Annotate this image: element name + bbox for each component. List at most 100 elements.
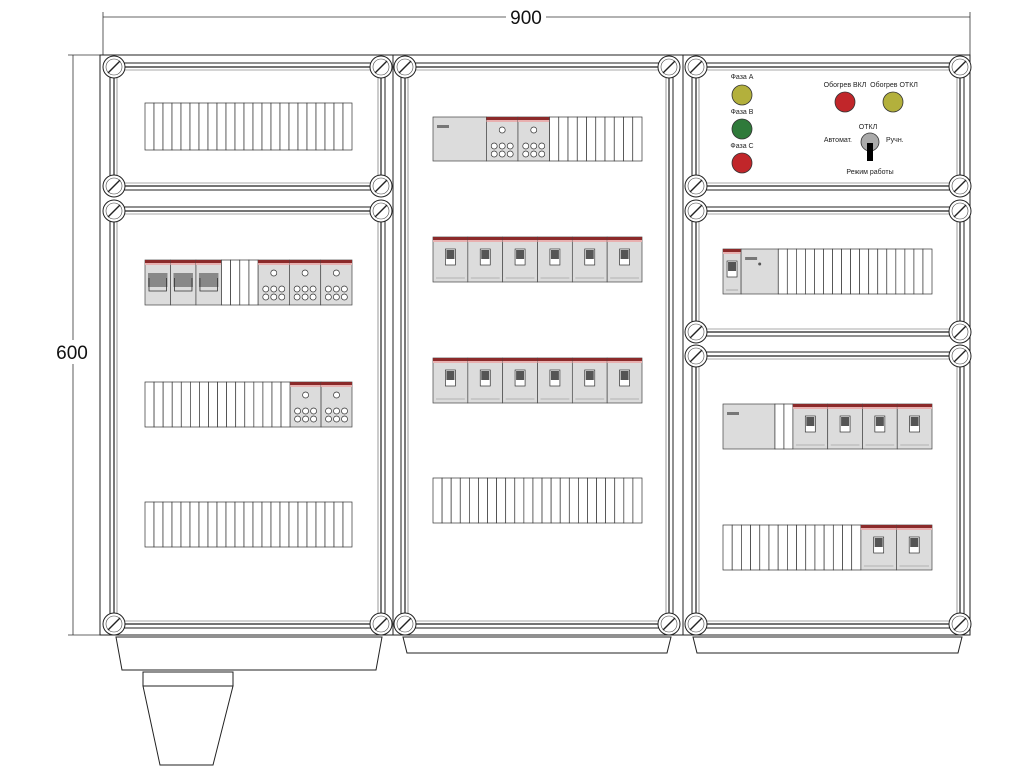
blank-module <box>234 501 245 548</box>
blank-module <box>768 524 779 571</box>
blank-module <box>596 477 607 524</box>
blank-module <box>171 501 182 548</box>
width-label: 900 <box>510 8 542 29</box>
screw-terminal-icon <box>294 407 301 415</box>
screw-terminal-icon <box>333 407 340 415</box>
screw-icon <box>684 199 708 223</box>
phase-c-label: Фаза C <box>730 143 753 150</box>
blank-module <box>750 524 761 571</box>
screw-terminal-icon <box>325 293 332 301</box>
blank-module <box>841 248 851 295</box>
blank-module <box>823 248 833 295</box>
circuit-breaker <box>827 403 863 450</box>
screw-terminal-icon <box>325 407 332 415</box>
blank-module <box>859 248 870 295</box>
blank-module <box>605 477 616 524</box>
cable-gland-nut <box>142 671 234 687</box>
base-right <box>692 636 963 654</box>
blank-module <box>216 102 227 151</box>
terminal-module <box>486 116 519 162</box>
screw-terminal-icon <box>278 293 286 301</box>
screw-terminal-icon <box>490 142 498 150</box>
screw-terminal-icon <box>538 142 546 150</box>
screw-terminal-icon <box>301 269 309 277</box>
blank-module <box>777 248 788 295</box>
mode-label: Режим работы <box>846 168 893 176</box>
screw-icon <box>657 612 681 636</box>
screw-terminal-icon <box>270 285 278 293</box>
terminal-module <box>517 116 550 162</box>
mode-selector-switch[interactable] <box>860 132 880 161</box>
blank-module <box>558 116 569 162</box>
blank-module <box>306 501 317 548</box>
terminal-module <box>320 259 353 306</box>
blank-module <box>243 102 254 151</box>
circuit-breaker <box>432 357 469 404</box>
screw-icon <box>948 174 972 198</box>
screw-icon <box>684 612 708 636</box>
blank-module <box>549 116 560 162</box>
module-row <box>144 381 353 428</box>
circuit-breaker <box>144 259 171 306</box>
height-label: 600 <box>56 343 88 364</box>
circuit-breaker <box>896 524 933 571</box>
circuit-breaker <box>502 357 538 404</box>
blank-module <box>868 248 879 295</box>
module-row <box>722 524 933 571</box>
blank-module <box>614 477 625 524</box>
circuit-breaker <box>571 357 608 404</box>
breaker-handle-icon <box>148 273 168 287</box>
blank-module <box>189 102 200 151</box>
screw-terminal-icon <box>309 293 317 301</box>
screw-terminal-icon <box>302 391 309 399</box>
terminal-module <box>320 381 353 428</box>
blank-module <box>613 116 624 162</box>
circuit-breaker <box>896 403 933 450</box>
blank-module <box>162 381 173 428</box>
circuit-breaker <box>606 236 643 283</box>
screw-icon <box>102 612 126 636</box>
blank-module <box>814 248 824 295</box>
blank-module <box>243 501 254 548</box>
switch-auto-label: Автомат. <box>824 137 852 144</box>
screw-icon <box>948 55 972 79</box>
module-row <box>432 477 643 524</box>
circuit-breaker <box>860 524 897 571</box>
blank-module <box>814 524 825 571</box>
blank-module <box>279 501 290 548</box>
screw-icon <box>369 612 393 636</box>
circuit-breaker <box>537 357 573 404</box>
screw-terminal-icon <box>325 285 332 293</box>
blank-module <box>877 248 888 295</box>
screw-terminal-icon <box>302 415 309 423</box>
switch-off-label: ОТКЛ <box>859 124 878 131</box>
screw-terminal-icon <box>333 285 340 293</box>
blank-module <box>632 116 643 162</box>
blank-module <box>576 116 587 162</box>
blank-module <box>532 477 543 524</box>
blank-module <box>722 524 733 571</box>
screw-icon <box>393 55 417 79</box>
blank-module <box>487 477 497 524</box>
dimension-height: 600 <box>52 54 110 636</box>
screw-terminal-icon <box>262 293 270 301</box>
phase-c-lamp <box>731 152 753 174</box>
blank-module <box>244 381 255 428</box>
screw-icon <box>369 174 393 198</box>
screw-terminal-icon <box>498 126 506 134</box>
screw-terminal-icon <box>293 293 301 301</box>
blank-module <box>496 477 507 524</box>
blank-module <box>261 102 272 151</box>
screw-terminal-icon <box>333 415 340 423</box>
blank-module <box>586 116 597 162</box>
screw-terminal-icon <box>293 285 301 293</box>
screw-terminal-icon <box>530 126 538 134</box>
blank-module <box>180 501 191 548</box>
blank-module <box>271 381 282 428</box>
module-row <box>144 501 353 548</box>
screw-terminal-icon <box>522 150 530 158</box>
din-rail-modules <box>144 102 933 571</box>
screw-terminal-icon <box>270 293 278 301</box>
terminal-module <box>289 259 322 306</box>
